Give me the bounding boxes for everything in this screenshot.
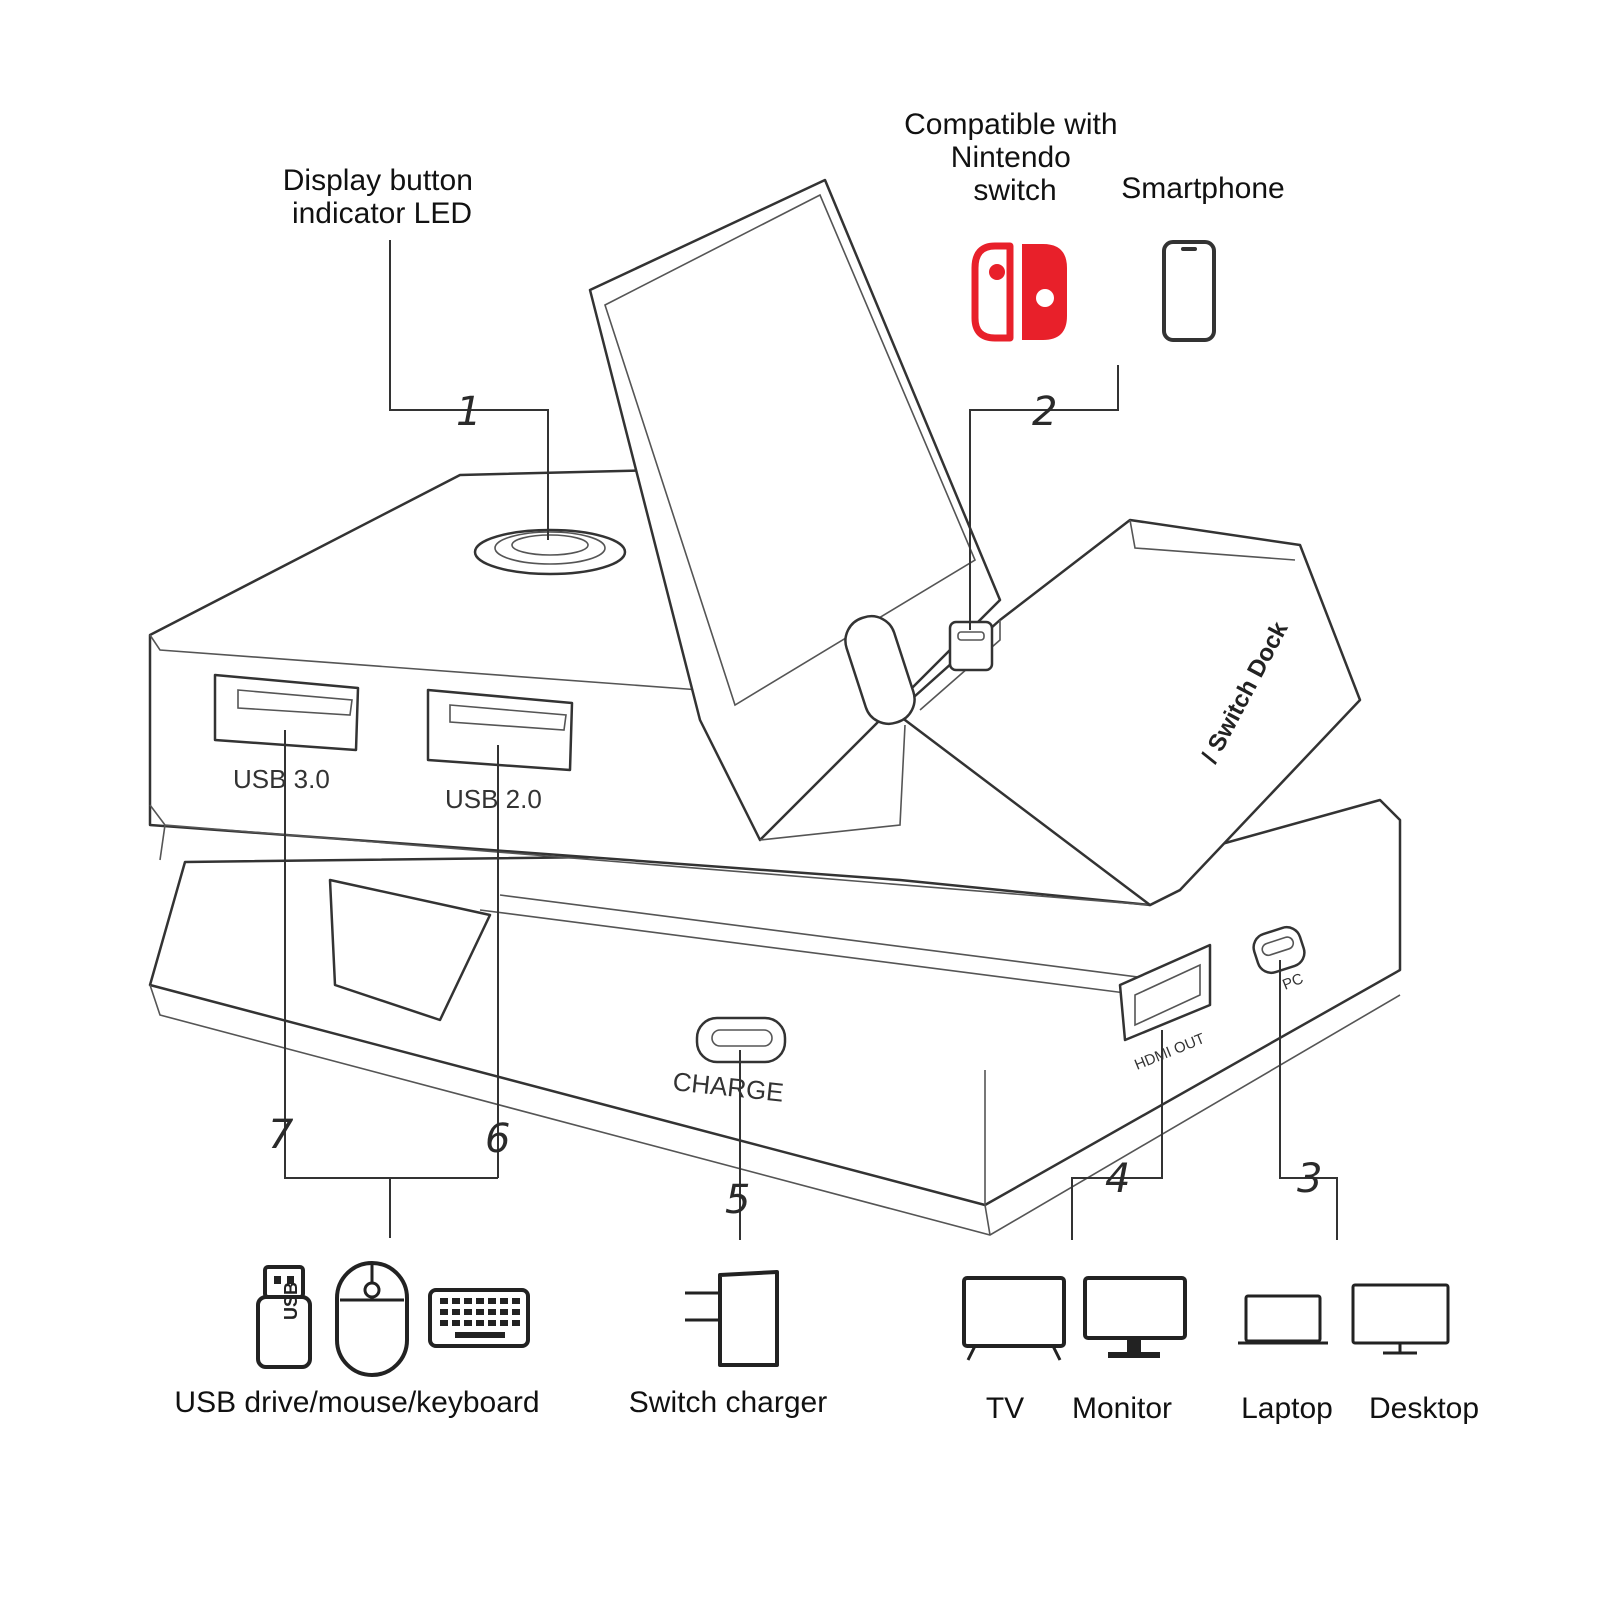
smartphone-label: Smartphone xyxy=(1121,172,1284,205)
display-button-label: Display button indicator LED xyxy=(283,164,481,230)
callout-2: 2 xyxy=(1032,389,1057,435)
switch-charger-label: Switch charger xyxy=(629,1386,827,1419)
usb-drive-text: USB xyxy=(281,1282,301,1320)
callout-6: 6 xyxy=(485,1116,510,1162)
usb-drive-icon: USB xyxy=(256,1265,312,1369)
callout-7: 7 xyxy=(268,1112,294,1158)
usb3-port xyxy=(213,673,360,752)
mouse-icon xyxy=(335,1261,409,1377)
callout-3: 3 xyxy=(1297,1156,1322,1202)
dock-base xyxy=(148,798,1402,1207)
smartphone-icon xyxy=(1162,240,1216,342)
callout-4: 4 xyxy=(1105,1156,1130,1202)
desktop-icon xyxy=(1351,1283,1450,1355)
usb2-label: USB 2.0 xyxy=(445,784,542,814)
usb3-label: USB 3.0 xyxy=(233,764,330,794)
compatible-label: Compatible with Nintendo switch xyxy=(904,108,1126,207)
usb2-port xyxy=(426,688,574,772)
nintendo-switch-logo xyxy=(971,242,1067,342)
leader-1 xyxy=(389,240,549,540)
leader-4 xyxy=(1071,1030,1163,1240)
leader-2 xyxy=(969,365,1119,630)
display-button[interactable] xyxy=(473,528,627,576)
leader-7 xyxy=(284,730,498,1179)
usb-devices-label: USB drive/mouse/keyboard xyxy=(174,1386,539,1419)
leader-lines xyxy=(284,240,1338,1240)
desktop-label: Desktop xyxy=(1369,1392,1479,1425)
base-slot xyxy=(328,878,492,1022)
dock-illustration: / Switch Dock xyxy=(148,178,1402,1236)
keyboard-icon xyxy=(428,1288,530,1348)
monitor-label: Monitor xyxy=(1072,1392,1172,1425)
pc-label: PC xyxy=(1280,970,1306,994)
charger-plug-icon xyxy=(685,1270,779,1367)
cradle xyxy=(903,518,1362,907)
callout-1: 1 xyxy=(456,389,481,435)
tv-icon xyxy=(962,1276,1066,1361)
hdmi-port xyxy=(1118,943,1212,1042)
laptop-icon xyxy=(1238,1294,1328,1345)
monitor-icon xyxy=(1083,1276,1187,1358)
leader-3 xyxy=(1279,960,1338,1240)
laptop-label: Laptop xyxy=(1241,1392,1333,1425)
support-pillar xyxy=(844,614,916,726)
tv-label: TV xyxy=(986,1392,1024,1425)
callout-5: 5 xyxy=(725,1177,750,1223)
